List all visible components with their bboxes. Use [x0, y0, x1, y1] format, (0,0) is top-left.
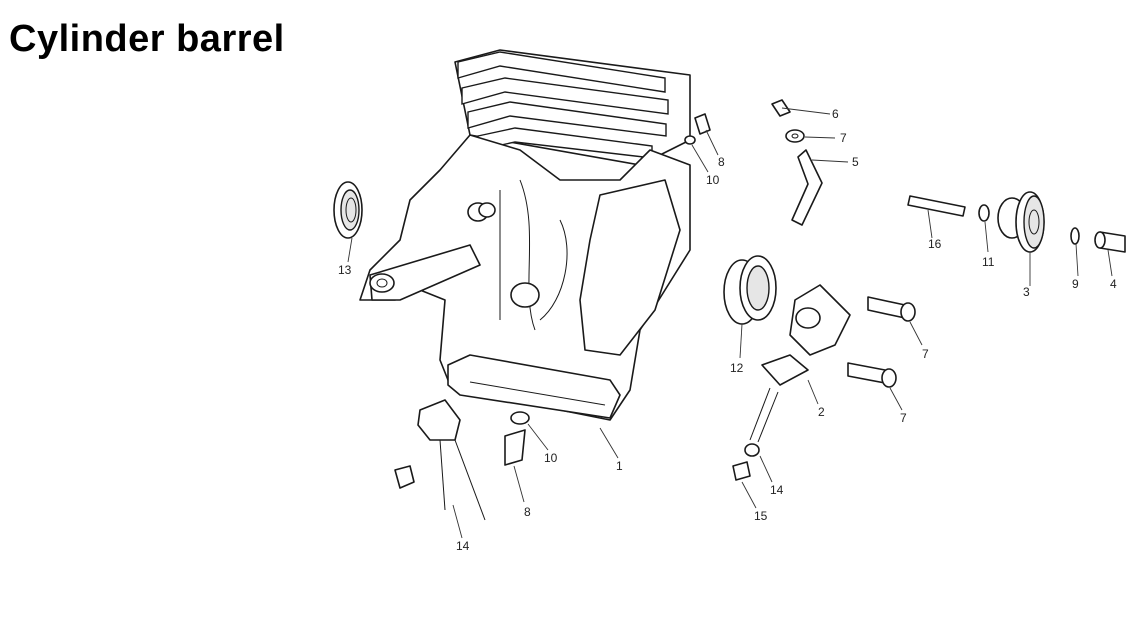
callout-7-low: 7: [900, 411, 907, 425]
drain-plug-part: [504, 411, 530, 466]
oil-seal-part: [723, 255, 777, 325]
callout-14-right: 14: [770, 483, 784, 497]
diagram-title: Cylinder barrel: [9, 18, 285, 60]
callout-14-left: 14: [456, 539, 470, 553]
callout-7-mid: 7: [922, 347, 929, 361]
callout-11: 11: [982, 255, 995, 269]
governor-bracket-part: [749, 284, 851, 443]
callout-10-bottom: 10: [544, 451, 558, 465]
callout-3: 3: [1023, 285, 1030, 299]
seal-ring-part: [333, 181, 363, 239]
small-bolt-part: [684, 113, 711, 145]
callout-12: 12: [730, 361, 744, 375]
leader-lines: [347, 107, 1113, 539]
callout-13: 13: [338, 263, 352, 277]
callout-labels: 1 2 3 4 5 6 7 7 7 8 8 9 10 10 11 12 13 1…: [338, 107, 1117, 553]
callout-6: 6: [832, 107, 839, 121]
camshaft-pin-part: [907, 195, 966, 217]
cylinder-barrel-part: [359, 49, 691, 421]
callout-4: 4: [1110, 277, 1117, 291]
callout-10-top: 10: [706, 173, 720, 187]
callout-8-top: 8: [718, 155, 725, 169]
sleeve-part: [394, 399, 486, 521]
gear-assembly-part: [978, 191, 1126, 253]
clip-part: [732, 443, 760, 481]
lever-shaft-part: [771, 99, 823, 226]
callout-9: 9: [1072, 277, 1079, 291]
callout-16: 16: [928, 237, 942, 251]
callout-8-bottom: 8: [524, 505, 531, 519]
callout-5: 5: [852, 155, 859, 169]
callout-7-top: 7: [840, 131, 847, 145]
callout-15: 15: [754, 509, 768, 523]
bolt-part: [847, 296, 916, 388]
callout-2: 2: [818, 405, 825, 419]
callout-1: 1: [616, 459, 623, 473]
